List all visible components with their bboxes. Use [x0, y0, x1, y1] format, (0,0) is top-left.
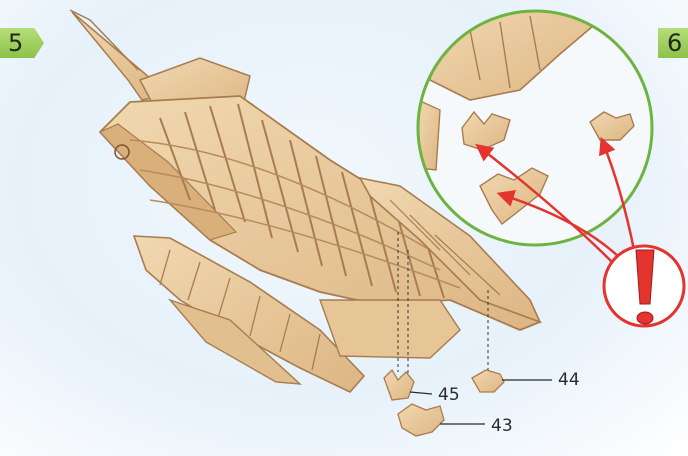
part-number-43: 43	[491, 416, 513, 436]
loose-part-45	[384, 370, 414, 400]
exclamation-icon	[604, 246, 684, 326]
part-number-44: 44	[558, 370, 580, 390]
loose-part-44	[472, 370, 504, 392]
part-number-45: 45	[438, 385, 460, 405]
loose-part-43	[398, 404, 444, 436]
zoom-detail-circle	[418, 6, 652, 245]
